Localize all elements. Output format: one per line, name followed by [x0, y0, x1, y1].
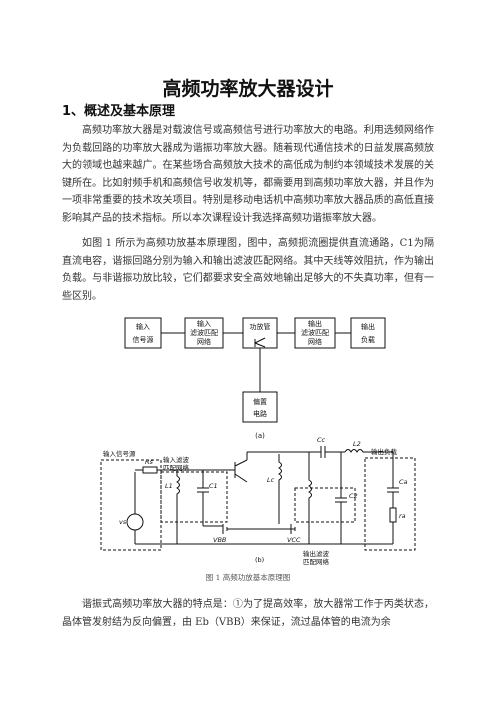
svg-text:Ca: Ca	[399, 478, 408, 486]
l2-inductor	[344, 449, 383, 453]
svg-text:偏置: 偏置	[253, 397, 267, 406]
svg-text:负载: 负载	[361, 335, 375, 344]
svg-text:输出负载: 输出负载	[371, 447, 398, 456]
output-load-box	[364, 457, 416, 551]
svg-text:匹配网络: 匹配网络	[303, 557, 330, 566]
svg-text:VCC: VCC	[287, 536, 301, 544]
svg-text:网络: 网络	[308, 337, 322, 346]
svg-text:输入滤波: 输入滤波	[163, 455, 190, 464]
figure-a-label: (a)	[255, 432, 265, 440]
ra-resistor	[389, 507, 397, 523]
svg-text:VBB: VBB	[213, 536, 227, 544]
rs-resistor	[142, 466, 158, 474]
svg-text:Cc: Cc	[317, 436, 326, 444]
svg-text:电路: 电路	[253, 409, 267, 418]
svg-text:信号源: 信号源	[133, 335, 154, 344]
l1-inductor	[176, 470, 180, 500]
figure-1: 输入 信号源 输入 滤波匹配 网络 功放管 输出 滤波匹配 网络 输出 负载 偏…	[100, 317, 416, 566]
document-title: 高频功率放大器设计	[162, 78, 334, 100]
input-network-box	[160, 471, 228, 523]
paragraph-2: 如图 1 所示为高频功放基本原理图，图中，高频扼流圈提供直流通路，C1为隔直流电…	[62, 238, 434, 302]
signal-source	[126, 513, 144, 531]
svg-text:滤波匹配: 滤波匹配	[301, 328, 329, 337]
paragraph-3: 谐振式高频功率放大器的特点是：①为了提高效率，放大器常工作于丙类状态，晶体管发射…	[62, 599, 434, 628]
svg-text:匹配网络: 匹配网络	[163, 463, 190, 472]
lc-choke	[278, 454, 282, 524]
figure-b-label: (b)	[255, 556, 264, 564]
input-source-box	[100, 459, 162, 551]
svg-text:Lc: Lc	[267, 476, 275, 484]
svg-text:输出: 输出	[361, 322, 375, 331]
svg-text:输出滤波: 输出滤波	[303, 549, 330, 558]
svg-text:功放管: 功放管	[250, 322, 271, 331]
svg-text:C2: C2	[349, 492, 358, 500]
svg-text:C1: C1	[209, 482, 218, 490]
svg-text:L1: L1	[165, 482, 173, 490]
svg-text:输入: 输入	[197, 319, 211, 328]
svg-text:L2: L2	[353, 440, 361, 448]
paragraph-1: 高频功率放大器是对载波信号或高频信号进行功率放大的电路。利用选频网络作为负载回路…	[62, 125, 434, 224]
svg-text:滤波匹配: 滤波匹配	[190, 328, 218, 337]
svg-text:网络: 网络	[197, 337, 211, 346]
svg-text:Rs: Rs	[145, 458, 154, 466]
output-network-box	[294, 487, 356, 523]
svg-text:输出: 输出	[308, 319, 322, 328]
svg-text:ra: ra	[399, 512, 406, 520]
svg-text:vs: vs	[119, 518, 127, 526]
svg-text:输入信号源: 输入信号源	[103, 449, 136, 458]
svg-text:输入: 输入	[136, 322, 150, 331]
figure-caption: 图 1 高频功放基本原理图	[205, 573, 291, 582]
section-heading: 1、概述及基本原理	[62, 104, 176, 119]
